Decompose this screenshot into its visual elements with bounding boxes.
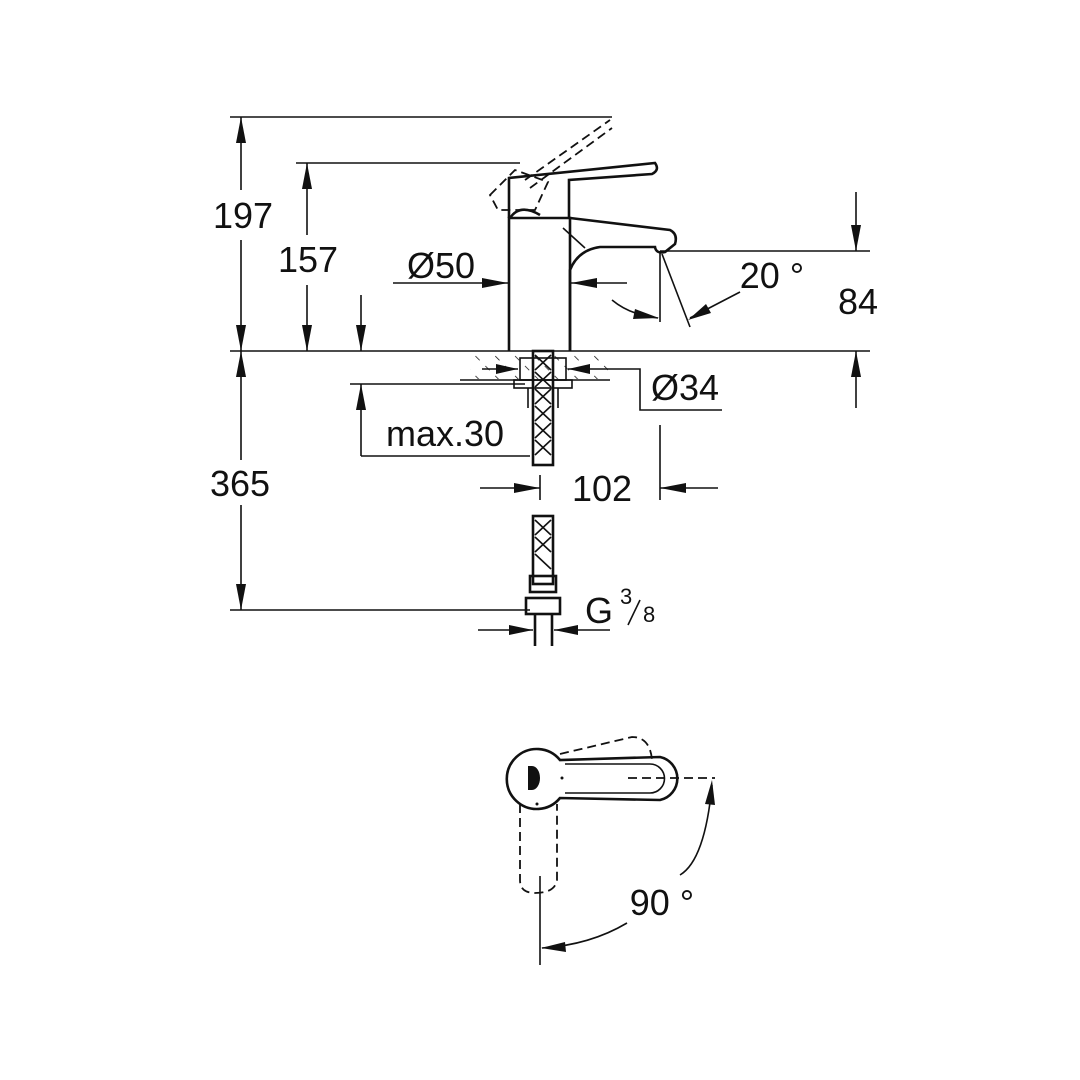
dimension-197: 197 — [213, 117, 273, 351]
dimension-157: 157 — [278, 163, 338, 351]
dimension-angle-90: 90 ° — [539, 780, 715, 965]
deck-reference-arrow — [356, 295, 366, 351]
dimension-diameter-34: Ø34 — [482, 364, 722, 411]
dimension-diameter-50: Ø50 — [393, 245, 627, 288]
dimension-label-d50: Ø50 — [407, 245, 475, 286]
faucet-side-view — [488, 119, 678, 351]
dimension-102: 102 — [480, 425, 718, 509]
dimension-84: 84 — [838, 192, 878, 408]
dimension-label-365: 365 — [210, 463, 270, 504]
dimension-label-84: 84 — [838, 281, 878, 322]
dimension-label-157: 157 — [278, 239, 338, 280]
dimension-max-30: max.30 — [350, 383, 530, 457]
dimension-365: 365 — [210, 351, 270, 610]
faucet-top-view — [505, 736, 715, 894]
dimension-label-max30: max.30 — [386, 413, 504, 454]
dimension-label-20deg: 20 ° — [740, 255, 804, 296]
thread-numerator: 3 — [620, 584, 632, 609]
dimension-label-90deg: 90 ° — [630, 882, 694, 923]
supply-hose — [524, 514, 562, 646]
dimension-label-g: G — [585, 590, 613, 631]
dimension-label-102: 102 — [572, 468, 632, 509]
dimension-label-197: 197 — [213, 195, 273, 236]
dimension-angle-20: 20 ° — [611, 252, 804, 328]
thread-denominator: 8 — [643, 602, 655, 627]
dimension-thread-g38: G 3 8 — [478, 584, 655, 635]
dimension-label-d34: Ø34 — [651, 367, 719, 408]
